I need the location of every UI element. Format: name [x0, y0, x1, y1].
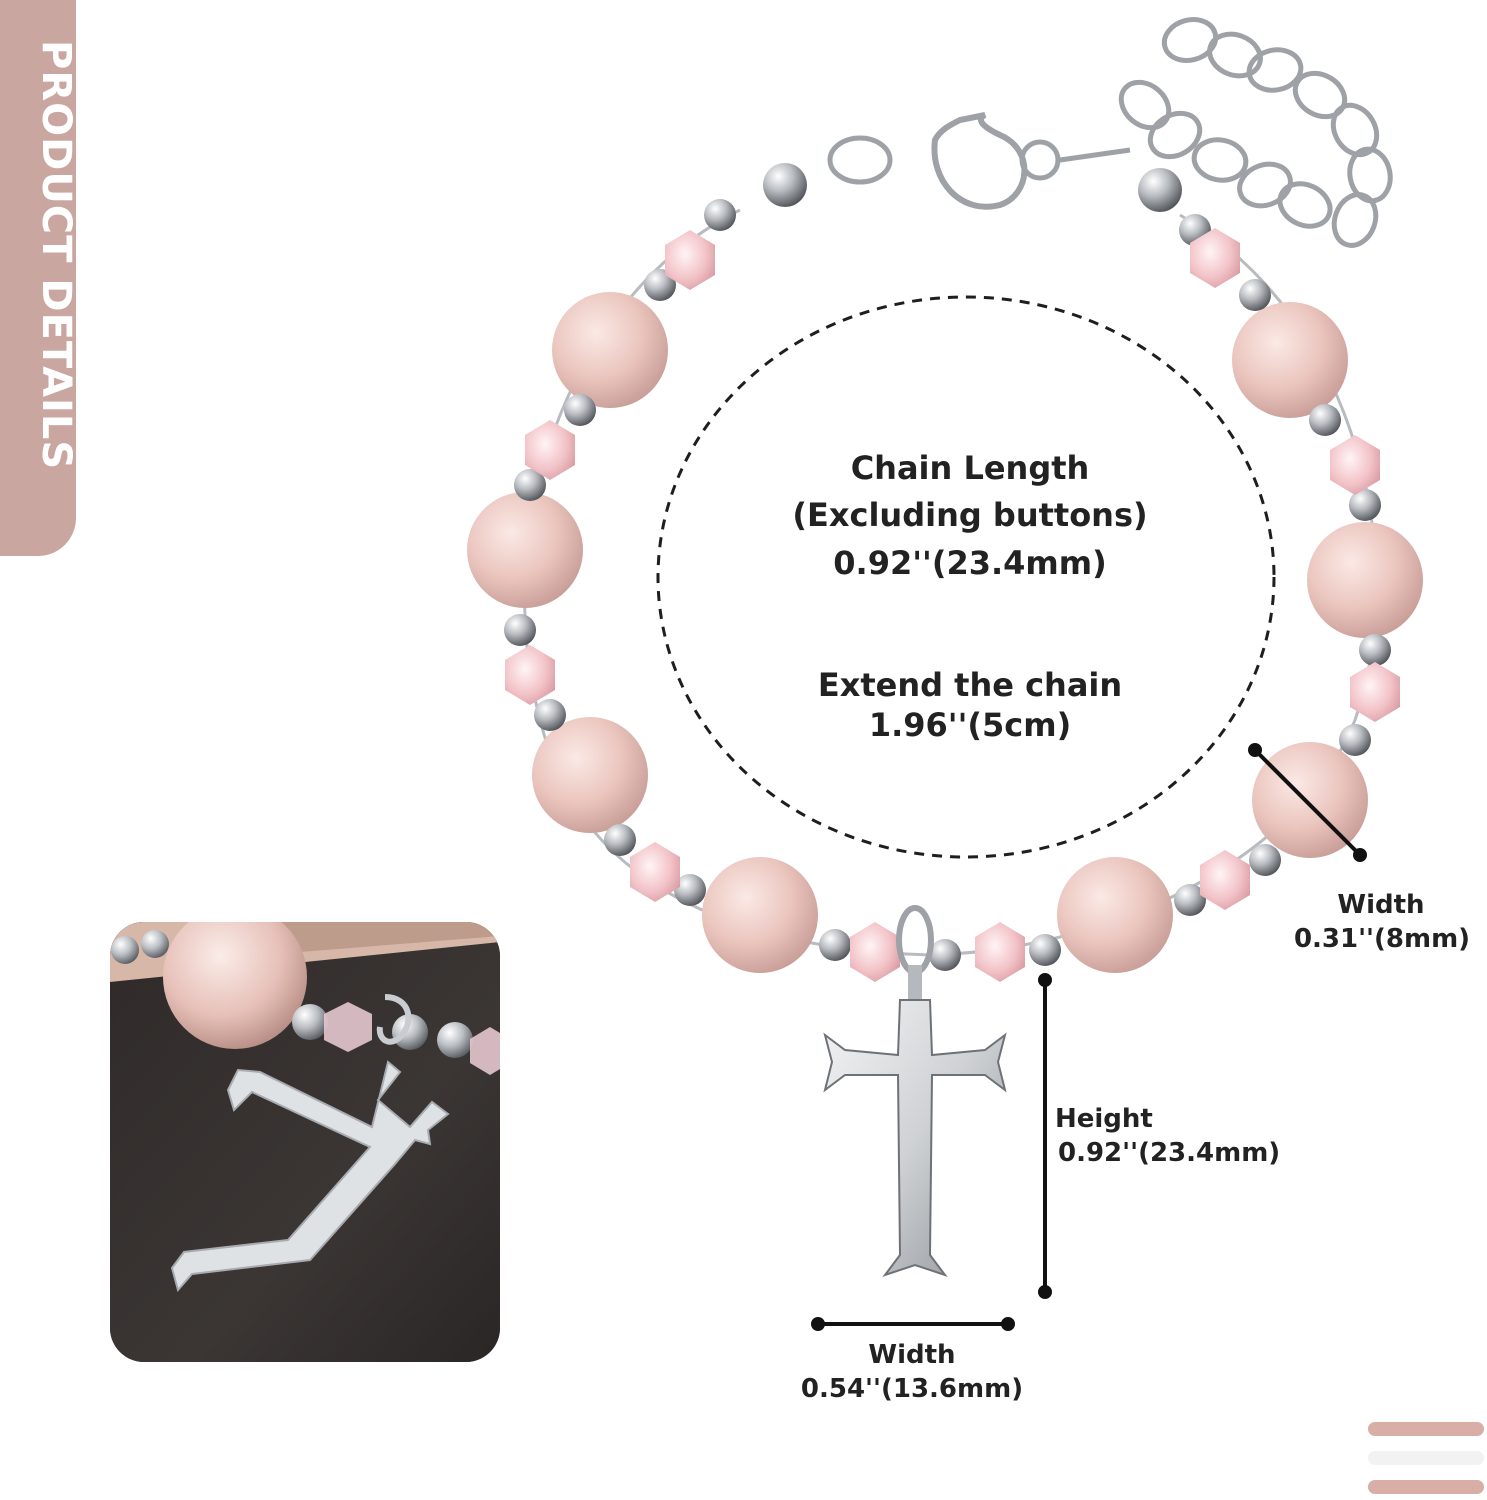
chain-length-value: 0.92''(23.4mm)	[833, 544, 1107, 582]
accent-bar	[1368, 1451, 1484, 1465]
accent-bar	[1368, 1480, 1484, 1494]
accent-bar	[1368, 1422, 1484, 1436]
cross-width-label: Width	[868, 1340, 956, 1370]
cross-height-label: Height	[1055, 1104, 1153, 1134]
bead-width-label: Width	[1337, 890, 1425, 920]
dashed-circle	[656, 295, 1276, 859]
silver-spacer-beads	[504, 199, 1391, 971]
lobster-clasp	[763, 112, 1182, 212]
cross-pendant-icon	[823, 905, 1007, 1277]
chain-length-note: (Excluding buttons)	[792, 496, 1148, 534]
extend-chain-title: Extend the chain	[817, 666, 1123, 704]
accent-bars	[1368, 1422, 1484, 1494]
pearl-beads	[467, 292, 1423, 973]
extend-chain-value: 1.96''(5cm)	[868, 706, 1072, 744]
cross-height-dimension	[1038, 973, 1052, 1299]
extension-chain	[1118, 17, 1393, 248]
cross-width-value: 0.54''(13.6mm)	[800, 1374, 1024, 1404]
chain-length-title: Chain Length	[850, 449, 1090, 487]
cross-width-dimension	[811, 1317, 1015, 1331]
pink-crystal-beads	[505, 228, 1400, 982]
side-tab: PRODUCT DETAILS	[0, 0, 79, 556]
bead-width-value: 0.31''(8mm)	[1293, 924, 1471, 954]
bead-width-dimension	[1248, 743, 1367, 862]
cross-height-value: 0.92''(23.4mm)	[1058, 1138, 1281, 1168]
closeup-photo	[110, 922, 500, 1362]
